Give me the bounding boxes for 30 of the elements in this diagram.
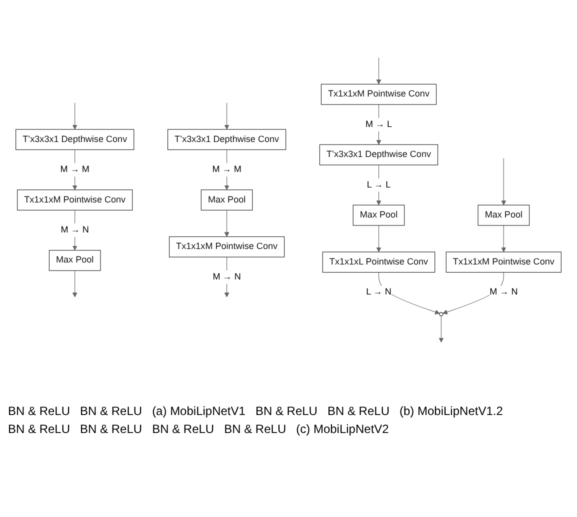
annotation-text: BN & ReLU [80, 404, 142, 418]
annotation-text: (c) MobiLipNetV2 [296, 422, 389, 436]
annotation-text: BN & ReLU [8, 404, 70, 418]
process-box: Max Pool [352, 204, 405, 226]
edge-label: M → N [60, 223, 89, 237]
process-box: T’x3x3x1 Depthwise Conv [319, 144, 438, 166]
process-box: Tx1x1xM Pointwise Conv [17, 190, 133, 210]
process-box: Tx1x1xM Pointwise Conv [446, 252, 562, 273]
edge-label: M → M [60, 163, 90, 177]
process-box: Tx1x1xM Pointwise Conv [320, 84, 437, 105]
process-box: Max Pool [200, 190, 253, 210]
process-box: Max Pool [478, 204, 530, 226]
annotation-text: (b) MobiLipNetV1.2 [400, 404, 503, 418]
edge-label: M → N [212, 270, 241, 284]
process-box: Tx1x1xM Pointwise Conv [169, 236, 285, 258]
annotation-text: BN & ReLU [8, 422, 70, 436]
annotation-text: BN & ReLU [255, 404, 318, 418]
edge-label: M → L [365, 118, 392, 132]
annotation-text: BN & ReLU [152, 422, 214, 436]
sum-circle [439, 312, 444, 316]
process-box: T’x3x3x1 Depthwise Conv [167, 129, 286, 150]
process-box: Tx1x1xL Pointwise Conv [322, 252, 436, 273]
process-box: Max Pool [48, 250, 101, 271]
annotation-text: BN & ReLU [327, 404, 390, 418]
annotation-text: BN & ReLU [80, 422, 142, 436]
edge-label: L → L [366, 178, 391, 192]
process-box: T’x3x3x1 Depthwise Conv [16, 129, 134, 150]
edge-label: M → M [212, 163, 242, 177]
annotation-text: (a) MobiLipNetV1 [152, 404, 246, 418]
annotation-text: BN & ReLU [224, 422, 286, 436]
